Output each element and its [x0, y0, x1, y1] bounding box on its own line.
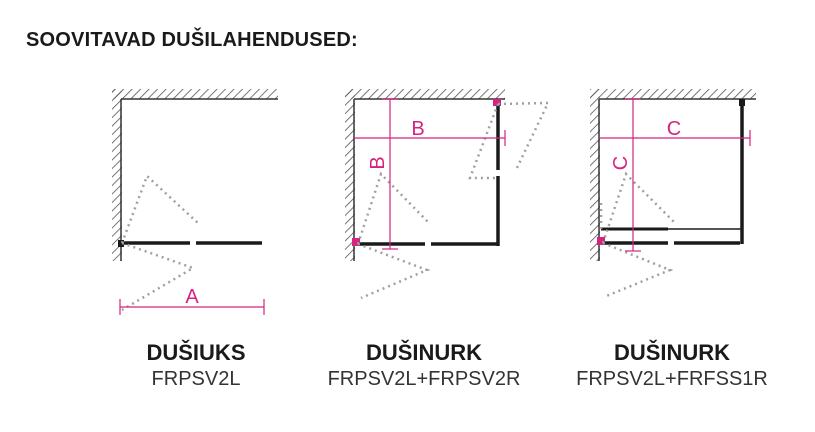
hinge-bottom-left: [352, 238, 360, 246]
product-name: DUŠIUKS: [146, 340, 246, 365]
wall-top-hatch: [345, 89, 505, 99]
product-code: FRPSV2L: [151, 368, 241, 390]
hinge-bottom-left: [597, 237, 605, 245]
dimension-label-b-horizontal: B: [411, 118, 424, 140]
page-heading: SOOVITAVAD DUŠILAHENDUSED:: [26, 29, 358, 51]
product-code: FRPSV2L+FRPSV2R: [327, 368, 521, 390]
swing-path-inward: [120, 173, 200, 244]
hinge-top-right: [493, 99, 501, 106]
swing-path-inner: [601, 171, 677, 244]
caption-door: DUŠIUKS FRPSV2L: [76, 340, 316, 392]
swing-path-outer: [602, 241, 674, 299]
fixed-panel-bracket: [739, 99, 745, 106]
swing-path-bottom-inner: [356, 171, 431, 245]
product-code: FRPSV2L+FRFSS1R: [576, 368, 768, 390]
wall-left-hatch: [590, 89, 600, 261]
swing-path-outward: [121, 241, 196, 312]
caption-corner-b: DUŠINURK FRPSV2L+FRPSV2R: [304, 340, 544, 392]
dimension-label-c-horizontal: C: [667, 118, 681, 140]
wall-top-hatch: [590, 89, 756, 99]
wall-top-hatch: [112, 89, 278, 99]
product-name: DUŠINURK: [613, 340, 731, 365]
dimension-label-c-vertical: C: [610, 156, 632, 170]
wall-left-hatch: [112, 89, 122, 261]
door-hinge: [118, 240, 124, 247]
caption-corner-c: DUŠINURK FRPSV2L+FRFSS1R: [552, 340, 792, 392]
diagram-corner-c: C C: [590, 89, 756, 299]
diagram-door: A: [112, 89, 278, 315]
product-name: DUŠINURK: [365, 340, 483, 365]
dimension-label-b-vertical: B: [367, 156, 389, 169]
wall-left-hatch: [345, 89, 355, 261]
diagram-corner-b: B B: [345, 89, 551, 300]
swing-path-bottom-outer: [357, 242, 431, 300]
dimension-label-a: A: [185, 286, 199, 308]
swing-path-top-inner: [468, 103, 500, 180]
